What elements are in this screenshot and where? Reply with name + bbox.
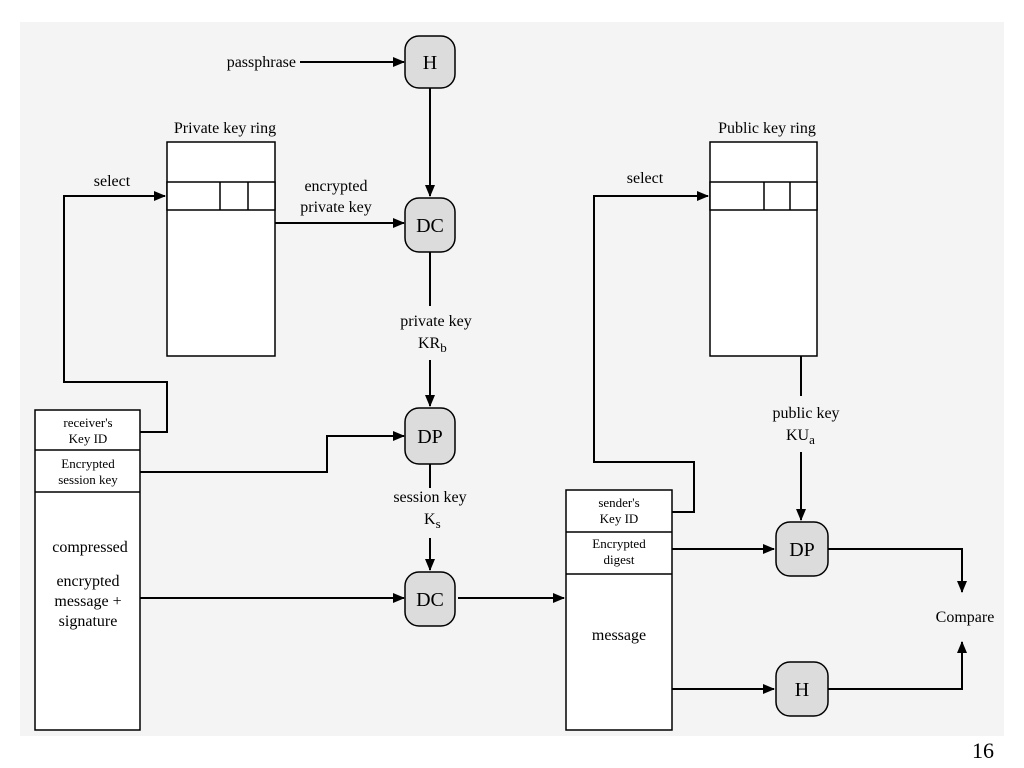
diagram-panel	[20, 22, 1004, 736]
private-key-label: private key	[400, 313, 472, 330]
select-right-arrow	[593, 191, 709, 513]
hash-top-label: H	[423, 52, 437, 74]
signed-message-block	[565, 489, 673, 731]
encrypted-session-key-2: session key	[58, 472, 118, 487]
public-key-symbol: KUa	[786, 427, 815, 447]
h-to-compare-arrow	[828, 641, 967, 690]
hash-node-right	[775, 661, 829, 717]
dp-to-compare-arrow	[828, 548, 967, 593]
encrypted-private-key-label-2: private key	[300, 199, 372, 216]
receivers-key-id-2: Key ID	[69, 431, 108, 446]
receivers-key-id-1: receiver's	[63, 415, 112, 430]
encrypted-digest-2: digest	[603, 552, 634, 567]
decrypt-node-top	[404, 197, 456, 253]
page-number: 16	[972, 738, 994, 763]
senders-key-id-1: sender's	[598, 495, 639, 510]
select-left-label: select	[94, 173, 131, 190]
compressed-label: compressed	[52, 539, 128, 556]
public-key-label: public key	[772, 405, 839, 422]
session-key-label: session key	[393, 489, 466, 506]
received-message-block	[34, 409, 141, 731]
dc-bottom-label: DC	[416, 589, 444, 611]
public-key-ring	[709, 141, 818, 357]
encrypted-private-key-label-1: encrypted	[304, 178, 367, 195]
private-key-ring	[166, 141, 276, 357]
senders-key-id-2: Key ID	[600, 511, 639, 526]
private-key-ring-title: Private key ring	[174, 120, 276, 137]
dp-mid-label: DP	[417, 426, 443, 448]
select-left-arrow	[63, 191, 168, 433]
hash-right-label: H	[795, 679, 809, 701]
public-key-ring-title: Public key ring	[718, 120, 816, 137]
dp-right-label: DP	[789, 539, 815, 561]
decrypt-public-node-mid	[404, 407, 456, 465]
encrypted-message-2: message +	[54, 593, 121, 610]
dc-top-label: DC	[416, 215, 444, 237]
encrypted-message-1: encrypted	[56, 573, 119, 590]
encrypted-session-key-1: Encrypted	[61, 456, 115, 471]
message-label: message	[592, 627, 646, 644]
decrypt-node-bottom	[404, 571, 456, 627]
passphrase-label: passphrase	[227, 54, 296, 71]
select-right-label: select	[627, 170, 664, 187]
private-key-symbol: KRb	[418, 335, 447, 355]
hash-node-top	[404, 35, 456, 89]
encrypted-digest-1: Encrypted	[592, 536, 646, 551]
compare-label: Compare	[936, 609, 995, 626]
decrypt-public-node-right	[775, 521, 829, 577]
session-key-symbol: Ks	[424, 511, 441, 531]
session-key-to-dp-arrow	[140, 431, 405, 473]
encrypted-message-3: signature	[59, 613, 118, 630]
